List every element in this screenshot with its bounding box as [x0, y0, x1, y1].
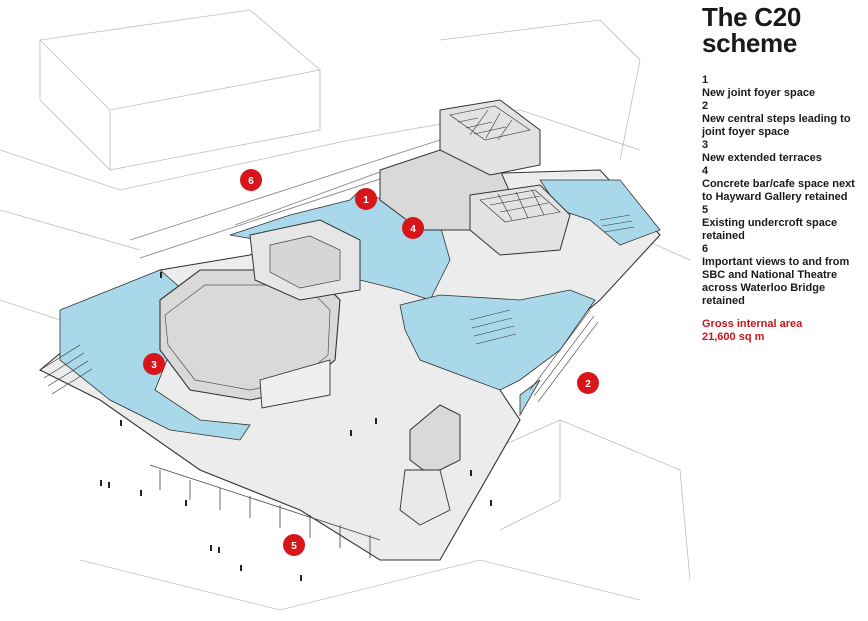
legend-item-1: 1 New joint foyer space [702, 74, 816, 99]
legend-item-3: 3 New extended terraces [702, 139, 822, 164]
svg-text:5: 5 [291, 541, 297, 552]
marker-3: 3 [143, 353, 165, 375]
marker-4: 4 [402, 217, 424, 239]
terrace-steps [39, 214, 635, 403]
purcell-room-block [249, 219, 361, 301]
legend-item-6: 6 Important views to and from SBC and Na… [702, 243, 850, 307]
svg-text:6: 6 [248, 176, 254, 187]
concert-hall-roof [159, 269, 341, 409]
legend-panel: The C20 scheme 1 New joint foyer space 2… [702, 4, 862, 344]
legend-item-5: 5 Existing undercroft space retained [702, 204, 838, 242]
theatre-pods [399, 404, 461, 526]
svg-text:3: 3 [151, 360, 157, 371]
undercroft-columns [149, 464, 381, 558]
legend-item-2: 2 New central steps leading to joint foy… [702, 100, 851, 138]
pyramid-rooflights [449, 105, 561, 223]
svg-text:1: 1 [363, 195, 369, 206]
svg-text:4: 4 [410, 224, 416, 235]
marker-5: 5 [283, 534, 305, 556]
hayward-gallery [379, 99, 571, 256]
scheme-title: The C20 scheme [702, 2, 802, 58]
legend-item-4: 4 Concrete bar/cafe space next to Haywar… [702, 165, 855, 203]
people-figures [100, 272, 492, 581]
gross-internal-area: Gross internal area 21,600 sq m [702, 318, 803, 343]
marker-2: 2 [577, 372, 599, 394]
marker-1: 1 [355, 188, 377, 210]
isometric-site-drawing: 1 2 3 4 5 6 [0, 9, 690, 611]
svg-text:2: 2 [585, 379, 591, 390]
marker-6: 6 [240, 169, 262, 191]
